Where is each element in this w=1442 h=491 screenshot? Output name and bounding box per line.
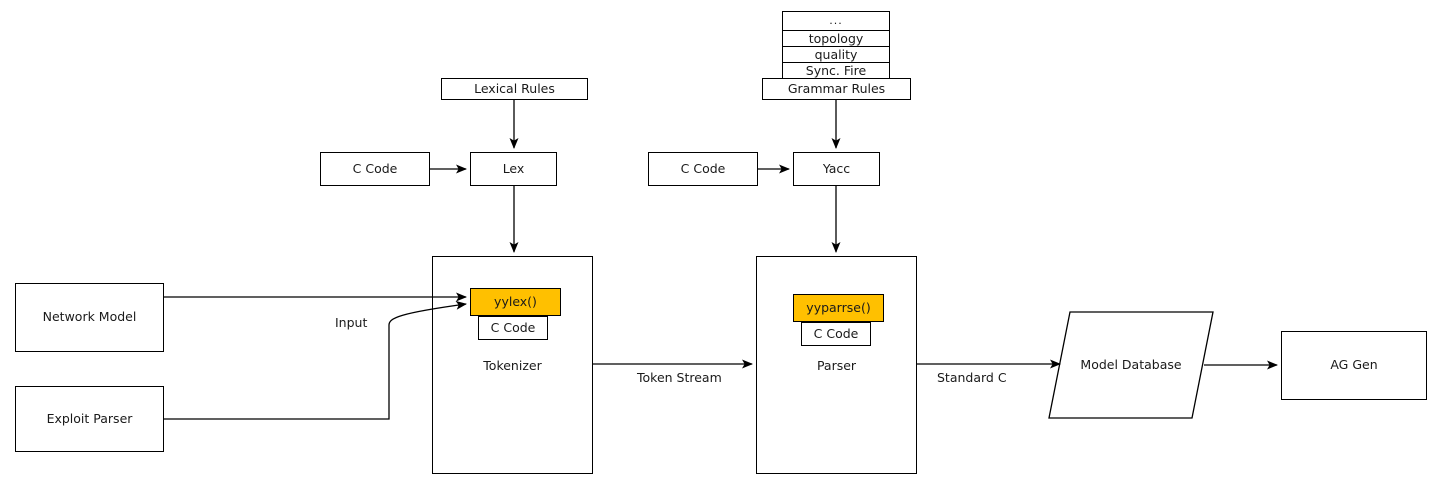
exploit-parser-box: Exploit Parser — [15, 386, 164, 452]
grammar-stack-quality: quality — [782, 46, 890, 63]
grammar-stack-sync-fire: Sync. Fire — [782, 62, 890, 79]
model-database-shape: Model Database — [1048, 311, 1214, 419]
model-database-label: Model Database — [1080, 357, 1182, 372]
lexical-rules-box: Lexical Rules — [441, 78, 588, 100]
parser-container — [756, 256, 917, 474]
edge-label-token-stream: Token Stream — [637, 370, 722, 385]
tokenizer-label: Tokenizer — [483, 358, 542, 373]
yylex-function-box: yylex() — [470, 288, 561, 316]
edge-exploit-parser-to-yylex — [164, 300, 467, 420]
ag-gen-box: AG Gen — [1281, 331, 1427, 400]
grammar-stack-topology: topology — [782, 30, 890, 47]
edge-label-input: Input — [335, 315, 368, 330]
parser-label: Parser — [816, 358, 857, 373]
grammar-rules-box: Grammar Rules — [762, 78, 911, 100]
network-model-box: Network Model — [15, 283, 164, 352]
c-code-yacc-box: C Code — [648, 152, 758, 186]
grammar-stack-ellipsis: ... — [782, 11, 890, 32]
tokenizer-c-code-box: C Code — [478, 316, 548, 340]
yacc-box: Yacc — [793, 152, 880, 186]
lex-box: Lex — [470, 152, 557, 186]
parser-c-code-box: C Code — [801, 322, 871, 346]
model-database-outline — [1048, 311, 1214, 419]
c-code-lex-box: C Code — [320, 152, 430, 186]
edge-label-standard-c: Standard C — [937, 370, 1007, 385]
yyparrse-function-box: yyparrse() — [793, 294, 884, 322]
